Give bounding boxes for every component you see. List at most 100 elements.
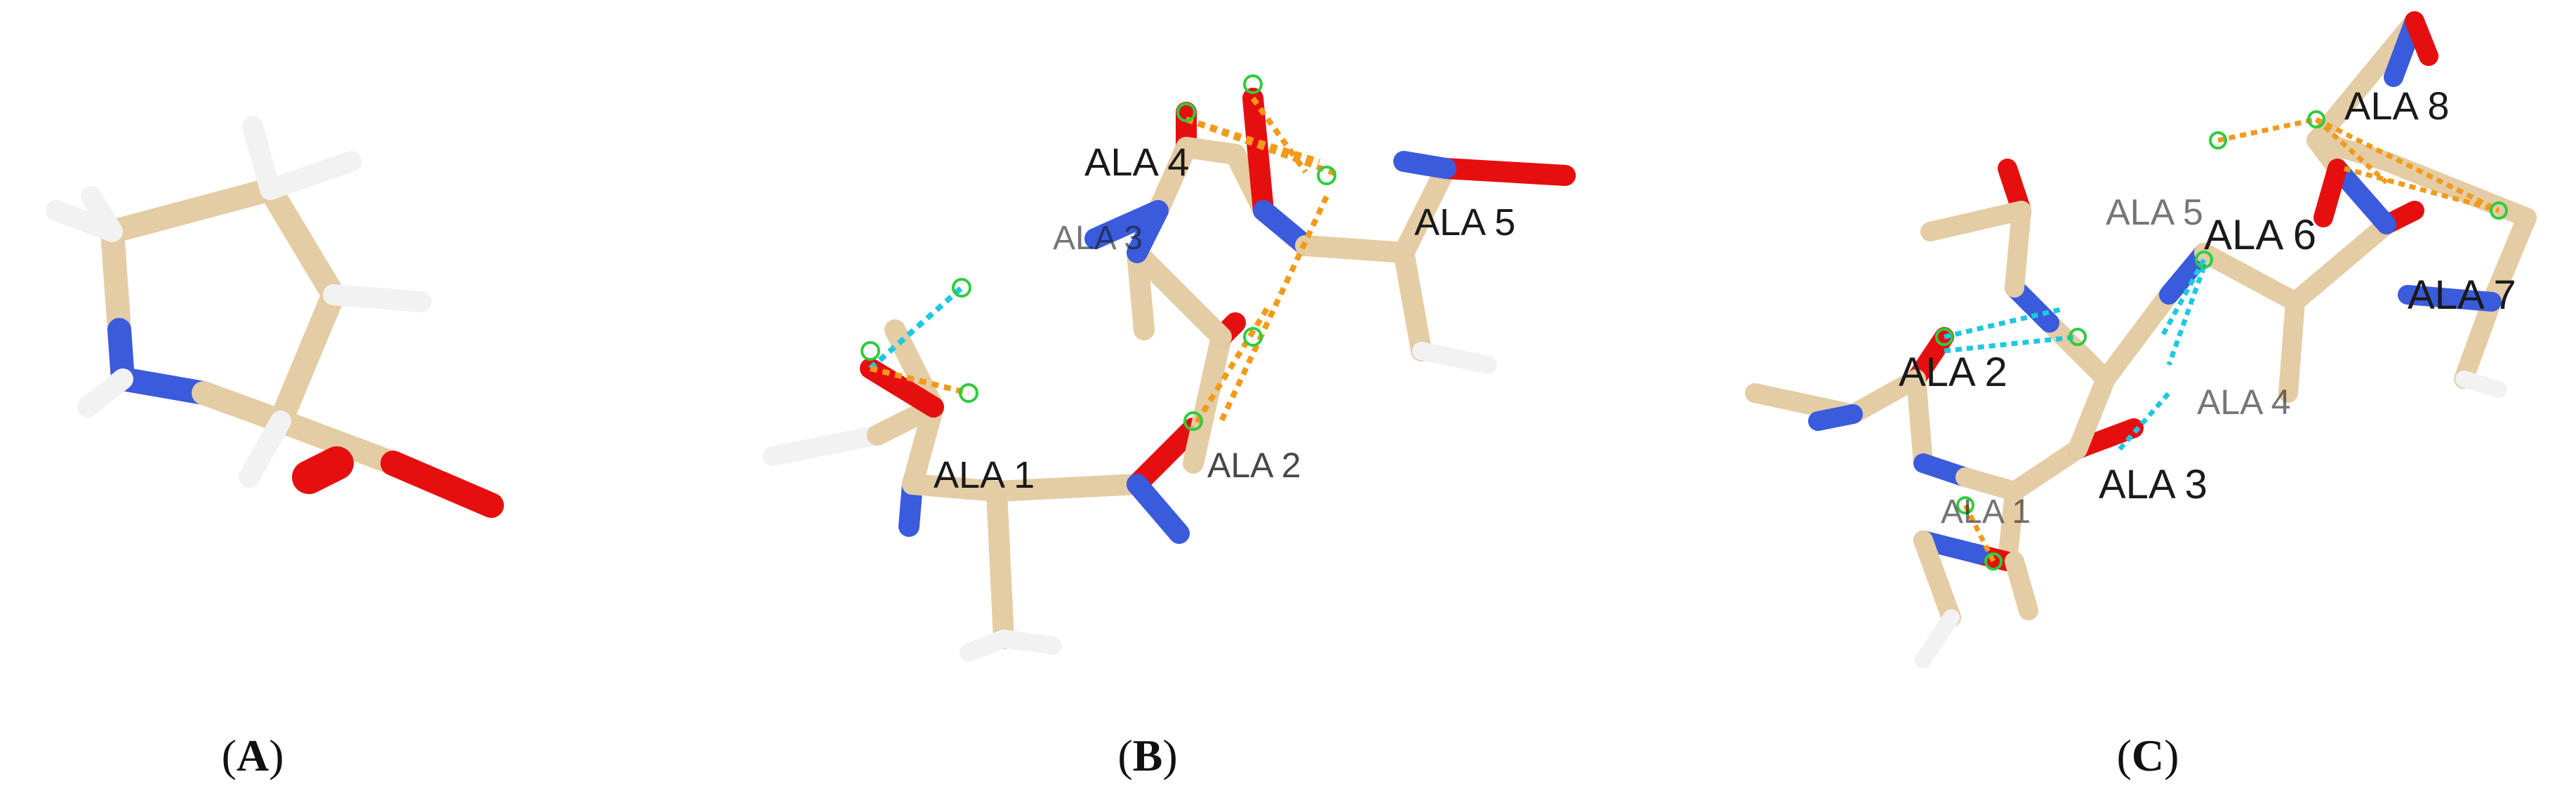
bond <box>1906 369 1933 473</box>
contact-marker <box>1956 496 1974 514</box>
label-ala-1: ALA 1 <box>934 454 1035 496</box>
caption-c: (C) <box>2116 731 2179 780</box>
bond <box>2328 159 2396 234</box>
bond <box>1393 242 1432 361</box>
contact-marker <box>1317 166 1336 185</box>
contact-marker <box>959 383 978 403</box>
label-ala-4: ALA 4 <box>1084 140 1189 184</box>
contact-marker <box>1183 411 1203 431</box>
contact-marker <box>1176 102 1196 122</box>
label-ala-1: ALA 1 <box>1941 493 2031 531</box>
bond <box>1127 418 1204 495</box>
hbond-line <box>1185 117 1321 164</box>
bond <box>1913 531 1961 627</box>
contact-marker <box>2069 328 2087 346</box>
bond <box>902 474 1007 502</box>
bond <box>292 446 354 494</box>
caption-a: (A) <box>221 731 284 780</box>
bond <box>2194 243 2305 312</box>
bond <box>2096 285 2179 389</box>
contact-marker <box>2490 201 2508 220</box>
hbond-line <box>2314 117 2389 185</box>
bond <box>100 178 282 244</box>
bond <box>100 220 131 342</box>
bond <box>258 178 345 307</box>
hbond-line <box>2159 258 2207 338</box>
contact-marker <box>1243 327 1263 347</box>
bond <box>2313 159 2347 227</box>
hbond-line <box>2315 117 2500 213</box>
hbond-line <box>1944 306 2064 340</box>
contact-marker <box>1984 552 2003 571</box>
bond <box>323 284 432 312</box>
bond <box>81 186 123 242</box>
bond <box>995 630 1062 655</box>
bond <box>2454 292 2502 389</box>
bond <box>2398 285 2502 312</box>
bond <box>192 381 293 433</box>
contact-marker <box>1243 74 1263 94</box>
label-ala-5: ALA 5 <box>1414 201 1515 244</box>
bond <box>1127 474 1190 544</box>
bond <box>242 116 281 200</box>
bond <box>1242 88 1274 221</box>
bond <box>986 474 1148 502</box>
hbond-line <box>868 286 964 371</box>
bond <box>1183 326 1232 474</box>
bond <box>2455 371 2507 398</box>
bond <box>2482 208 2537 312</box>
ala5-structure: ALA 1 ALA 2 ALA 3 ALA 4 ALA 5 <box>762 74 1576 662</box>
bond <box>1148 137 1197 221</box>
bond <box>111 367 215 405</box>
panel-c: ALA 1 ALA 2 ALA 3 ALA 4 ALA 5 ALA 6 ALA … <box>1713 0 2576 812</box>
hbond-line <box>2166 265 2207 366</box>
bond <box>1393 151 1456 179</box>
label-ala-5: ALA 5 <box>2106 192 2203 233</box>
bond <box>1412 342 1497 374</box>
bond <box>2005 201 2031 298</box>
bond <box>2405 11 2438 66</box>
bond <box>2285 215 2396 312</box>
bond <box>2040 313 2116 389</box>
bond <box>2278 292 2305 403</box>
hbond-line <box>870 366 969 396</box>
bond <box>1295 235 1414 263</box>
bond <box>902 397 944 495</box>
bond <box>2377 152 2537 227</box>
bond <box>1127 242 1155 340</box>
panel-a: (A) <box>0 0 702 812</box>
contact-marker <box>2195 251 2213 269</box>
label-ala-7: ALA 7 <box>2408 272 2516 318</box>
label-ala-2: ALA 2 <box>1899 350 2007 395</box>
bond <box>1998 481 2024 571</box>
bond <box>269 283 345 433</box>
bond <box>1843 369 1926 424</box>
bond <box>77 368 133 418</box>
bond <box>239 411 291 488</box>
hbond-line <box>2344 166 2499 213</box>
bond <box>860 358 944 418</box>
caption-b: (B) <box>1117 731 1178 780</box>
proline-structure <box>46 116 504 518</box>
label-ala-8: ALA 8 <box>2344 84 2449 128</box>
bond <box>1915 609 1960 668</box>
contact-marker <box>861 341 880 361</box>
bond <box>762 425 887 466</box>
contact-marker <box>1935 328 1953 346</box>
bond <box>986 481 1014 649</box>
bond <box>1393 158 1456 263</box>
bond <box>260 151 361 200</box>
bond <box>2068 369 2116 459</box>
hbond-line <box>2118 391 2171 451</box>
label-ala-4: ALA 4 <box>2197 382 2290 422</box>
bond <box>1127 242 1232 347</box>
label-ala-2: ALA 2 <box>1207 446 1301 485</box>
hbond-line <box>2217 117 2317 143</box>
hbond-line <box>1190 307 1270 430</box>
hbond-line <box>1219 195 1329 422</box>
hbond-line <box>1250 96 1308 174</box>
label-ala-6: ALA 6 <box>2204 211 2316 258</box>
bond <box>380 451 504 518</box>
bond <box>1435 158 1576 186</box>
bond <box>1920 201 2031 241</box>
